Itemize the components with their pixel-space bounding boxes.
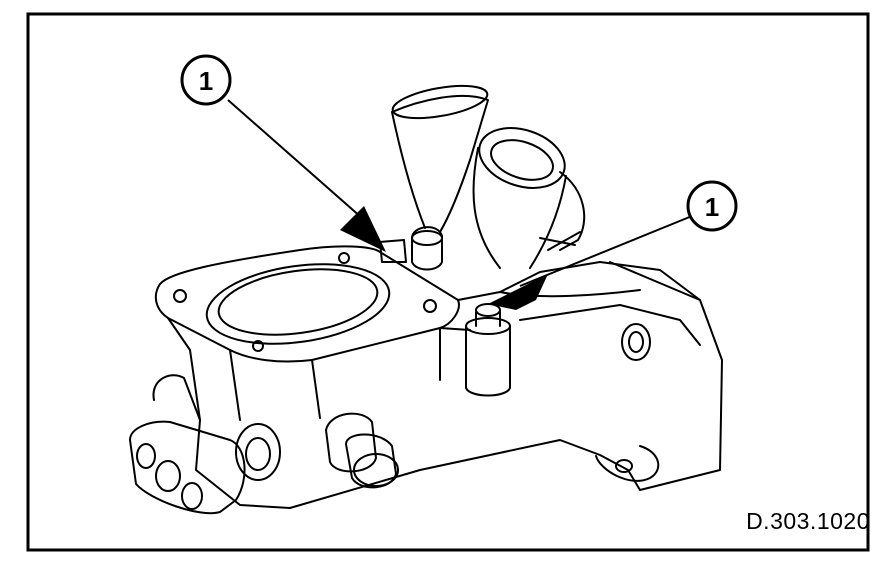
callout-circle-left: [180, 54, 232, 106]
reference-code: D.303.1020: [746, 508, 870, 534]
pipe-left-opening: [391, 84, 489, 120]
bottom-tab: [595, 445, 660, 482]
leader-line-1-left: [227, 99, 363, 219]
plug-fitting: [325, 412, 377, 473]
leader-line-1-right: [519, 215, 693, 287]
callout-right: 1: [686, 180, 738, 232]
left-end-flange: [129, 420, 246, 515]
side-port: [235, 423, 281, 481]
thermostat-housing-drawing: [129, 84, 723, 515]
end-flange-hole-1: [136, 443, 156, 469]
center-boss: [465, 325, 511, 397]
upper-pipe-left: [391, 94, 489, 233]
cap-fitting: [411, 226, 443, 271]
right-boss: [621, 323, 651, 361]
main-body: [167, 261, 723, 509]
left-flange: [154, 245, 460, 363]
callout-number-left: 1: [199, 66, 213, 96]
leader-lines: [227, 99, 693, 287]
end-flange-hole-2: [155, 460, 181, 492]
figure-frame: [26, 12, 870, 552]
callout-left: 1: [180, 54, 232, 106]
pipe-right-opening: [478, 127, 566, 189]
arrow-right: [488, 274, 548, 310]
callout-number-right: 1: [705, 192, 719, 222]
callout-circle-right: [686, 180, 738, 232]
center-bolt: [475, 311, 501, 327]
arrow-left: [340, 206, 386, 252]
flange-opening: [205, 263, 391, 345]
end-flange-hole-3: [181, 482, 203, 510]
